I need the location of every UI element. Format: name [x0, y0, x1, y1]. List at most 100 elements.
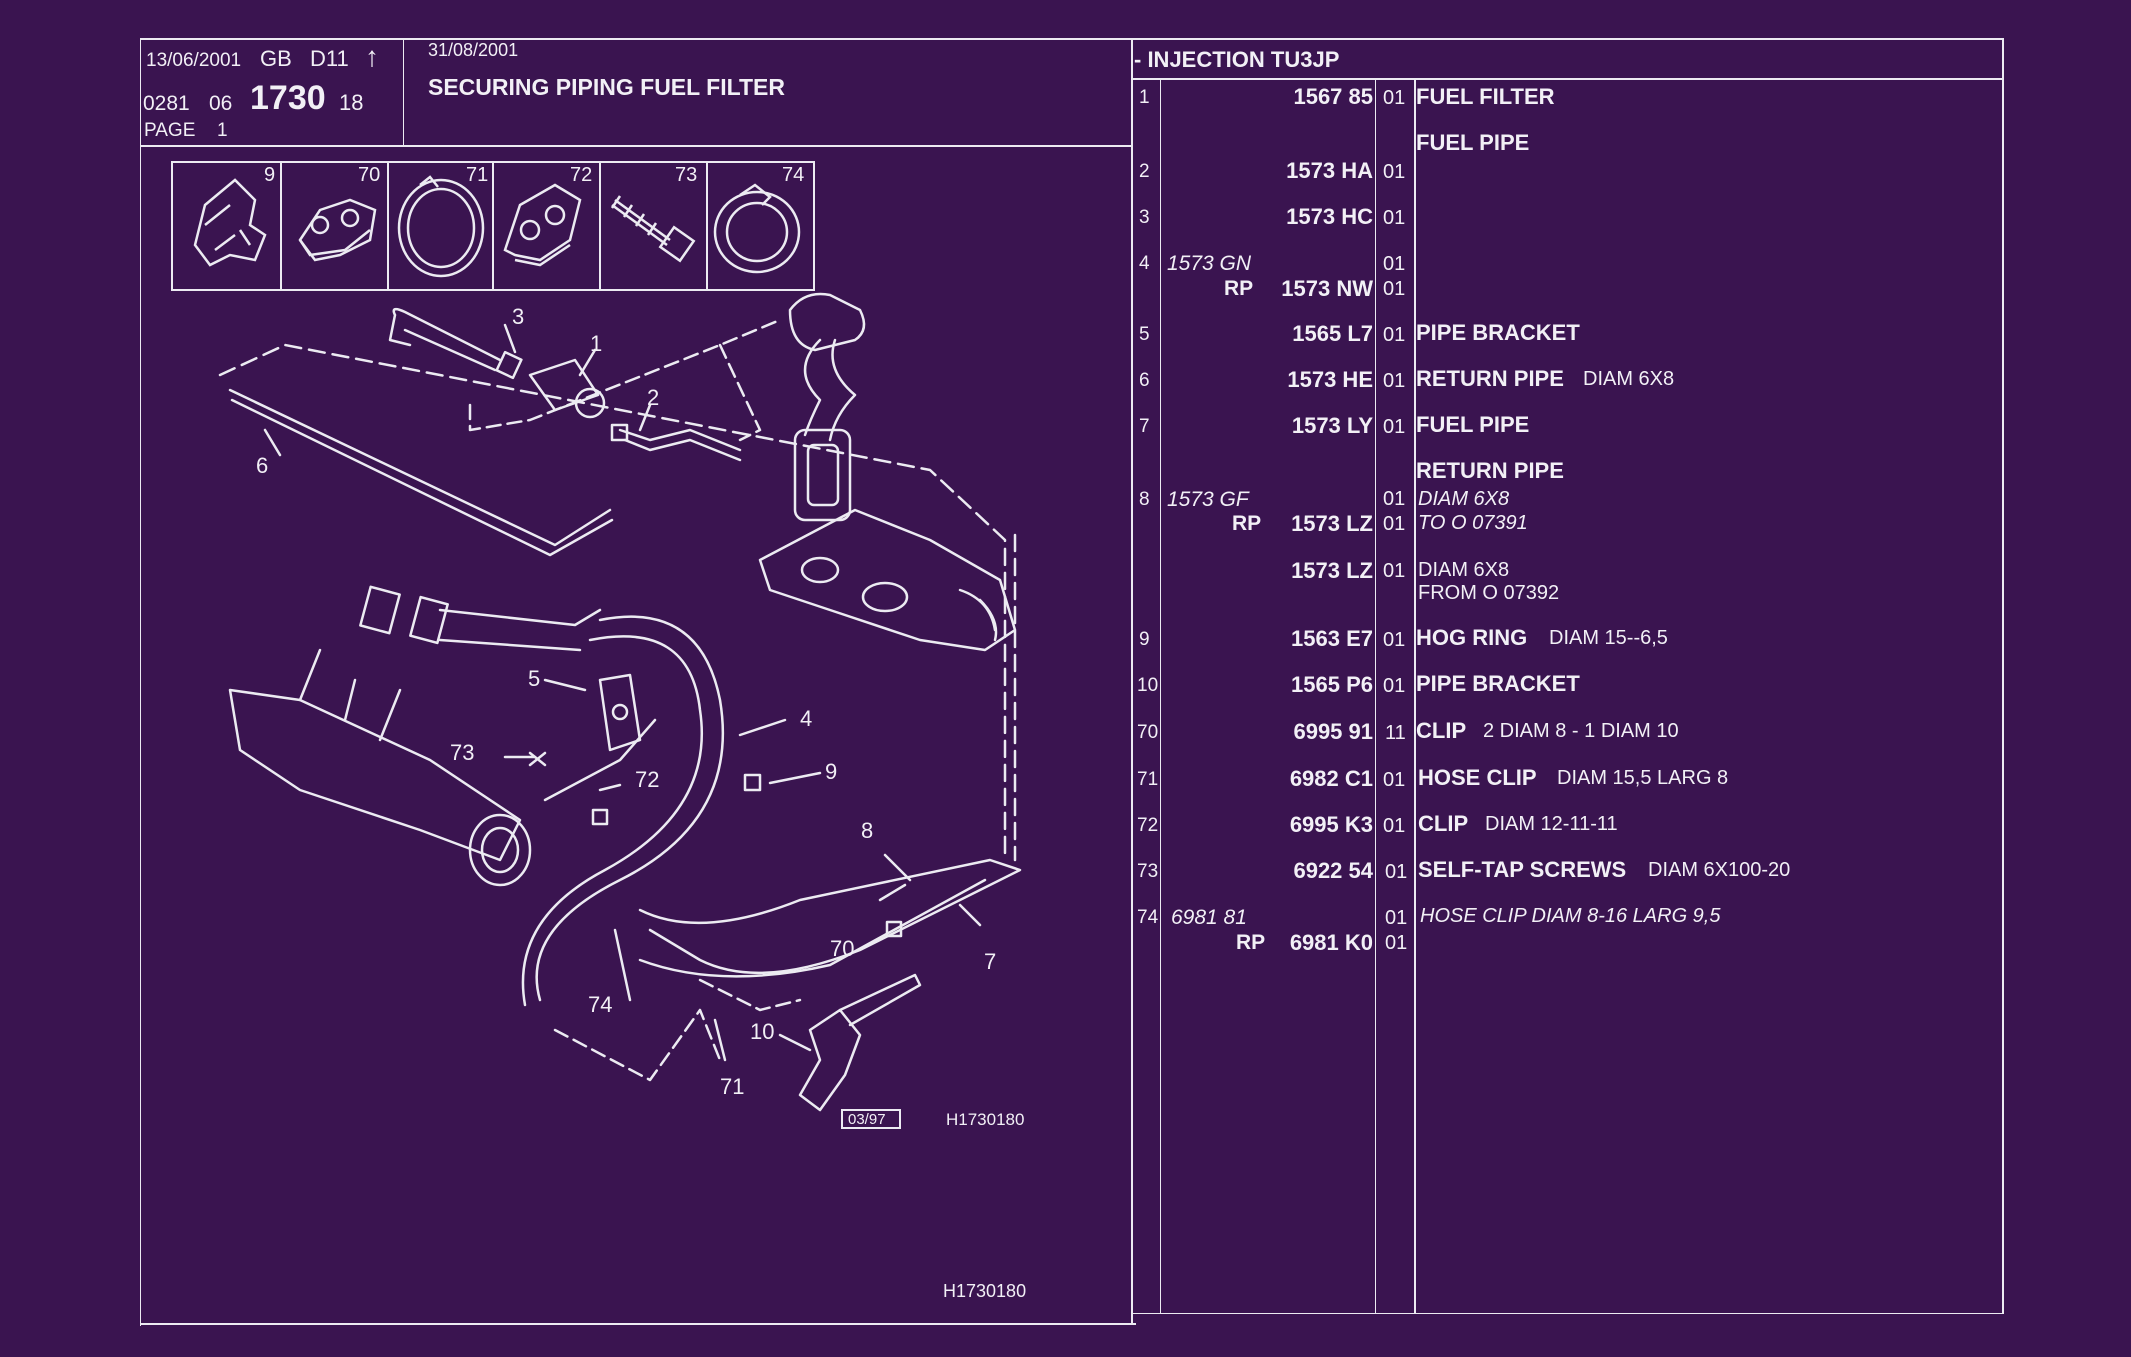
part-description: DIAM 12-11-11 [1485, 813, 1618, 835]
thumbnail-label: 74 [782, 164, 805, 186]
clip-icon [503, 183, 582, 267]
quantity: 01 [1385, 861, 1408, 883]
part-reference: 6995 91 [1293, 719, 1373, 744]
item-number: 1 [1139, 87, 1150, 108]
item-number: 6 [1139, 370, 1150, 391]
quantity: 01 [1383, 815, 1406, 837]
frame-line [1131, 38, 1133, 1325]
part-description: DIAM 15,5 LARG 8 [1557, 767, 1729, 789]
part-name: PIPE BRACKET [1416, 671, 1580, 696]
thumbnail-label: 70 [358, 164, 381, 186]
part-reference: 1573 HE [1287, 367, 1373, 392]
part-name: CLIP [1416, 718, 1467, 743]
callout-label: 6 [256, 453, 269, 478]
frame-line [1131, 78, 2004, 80]
quantity: 01 [1383, 87, 1406, 109]
part-name: FUEL FILTER [1416, 84, 1555, 109]
part-reference: 1565 P6 [1291, 672, 1373, 697]
replacement-prefix: RP [1232, 512, 1262, 535]
item-number: 5 [1139, 324, 1150, 345]
frame-line [140, 38, 2004, 40]
superseded-reference: 1573 GF [1167, 488, 1249, 511]
item-number: 3 [1139, 207, 1150, 228]
document-code: D11 [310, 46, 349, 71]
part-reference: 1565 L7 [1292, 321, 1373, 346]
item-number: 73 [1137, 861, 1159, 882]
replacement-prefix: RP [1236, 931, 1266, 954]
part-description: TO O 07391 [1418, 512, 1528, 534]
callout-label: 3 [512, 304, 525, 329]
part-description: HOSE CLIP DIAM 8-16 LARG 9,5 [1420, 905, 1721, 927]
frame-line [140, 38, 141, 1326]
part-description: DIAM 6X8 [1418, 559, 1510, 581]
quantity: 01 [1383, 675, 1406, 697]
quantity: 01 [1383, 324, 1406, 346]
item-number: 70 [1137, 722, 1159, 743]
callout-label: 7 [984, 949, 997, 974]
callout-label: 74 [588, 992, 613, 1017]
callout-label: 1 [590, 331, 603, 356]
item-number: 9 [1139, 629, 1150, 650]
thumbnail-label: 9 [264, 164, 276, 186]
part-reference: 6981 K0 [1289, 930, 1373, 955]
callout-label: 10 [750, 1019, 775, 1044]
item-number: 74 [1137, 907, 1159, 928]
page-number: 1 [217, 120, 228, 141]
issue-date: 13/06/2001 [146, 50, 242, 71]
part-name: FUEL PIPE [1416, 130, 1530, 155]
quantity: 01 [1383, 629, 1406, 651]
page-label: PAGE [144, 120, 196, 141]
part-reference: 6982 C1 [1289, 766, 1373, 791]
drawing-reference-bottom: H1730180 [943, 1281, 1027, 1301]
frame-line [1131, 1313, 2004, 1314]
hog-ring-icon [193, 178, 267, 267]
part-name: HOSE CLIP [1418, 765, 1537, 790]
item-number: 7 [1139, 416, 1150, 437]
part-description: 2 DIAM 8 - 1 DIAM 10 [1483, 720, 1679, 742]
part-description: DIAM 6X8 [1583, 368, 1675, 390]
thumbnail-label: 73 [675, 164, 698, 186]
frame-line [140, 145, 1131, 147]
frame-line [403, 38, 404, 146]
part-name: FUEL PIPE [1416, 412, 1530, 437]
thumbnail-label: 72 [570, 164, 593, 186]
thumbnail-label: 71 [466, 164, 489, 186]
ref-prefix: 0281 [143, 92, 190, 115]
superseded-reference: 6981 81 [1171, 906, 1247, 929]
hose-clip-icon [713, 183, 801, 274]
clip-icon [298, 198, 377, 262]
callout-label: 4 [800, 706, 813, 731]
quantity: 11 [1385, 722, 1406, 744]
callout-label: 71 [720, 1074, 745, 1099]
drawing-reference: H1730180 [946, 1110, 1025, 1129]
item-number: 71 [1137, 769, 1159, 790]
quantity: 01 [1383, 560, 1406, 582]
callout-label: 2 [647, 385, 660, 410]
replacement-prefix: RP [1224, 277, 1254, 300]
frame-line [1160, 80, 1161, 1313]
part-reference: 1573 NW [1281, 276, 1373, 301]
part-reference: 1573 HC [1286, 204, 1373, 229]
part-reference: 1573 LZ [1291, 558, 1373, 583]
quantity: 01 [1383, 207, 1406, 229]
quantity: 01 [1383, 513, 1406, 535]
part-name: PIPE BRACKET [1416, 320, 1580, 345]
ref-suffix: 18 [339, 90, 364, 115]
part-reference: 1567 85 [1293, 84, 1373, 109]
part-reference: 6995 K3 [1289, 812, 1373, 837]
part-reference: 1573 LZ [1291, 511, 1373, 536]
part-reference: 1573 LY [1291, 413, 1373, 438]
frame-line [1414, 80, 1416, 1313]
date-stamp: 03/97 [848, 1111, 886, 1128]
hose-clip-icon [397, 175, 485, 278]
frame-line [1375, 80, 1376, 1313]
part-description: DIAM 6X100-20 [1648, 859, 1791, 881]
item-number: 72 [1137, 815, 1159, 836]
quantity: 01 [1383, 161, 1406, 183]
part-name: SELF-TAP SCREWS [1418, 857, 1627, 882]
quantity: 01 [1383, 253, 1406, 275]
frame-line [140, 1323, 1136, 1325]
callout-label: 5 [528, 666, 541, 691]
callout-label: 73 [450, 740, 475, 765]
